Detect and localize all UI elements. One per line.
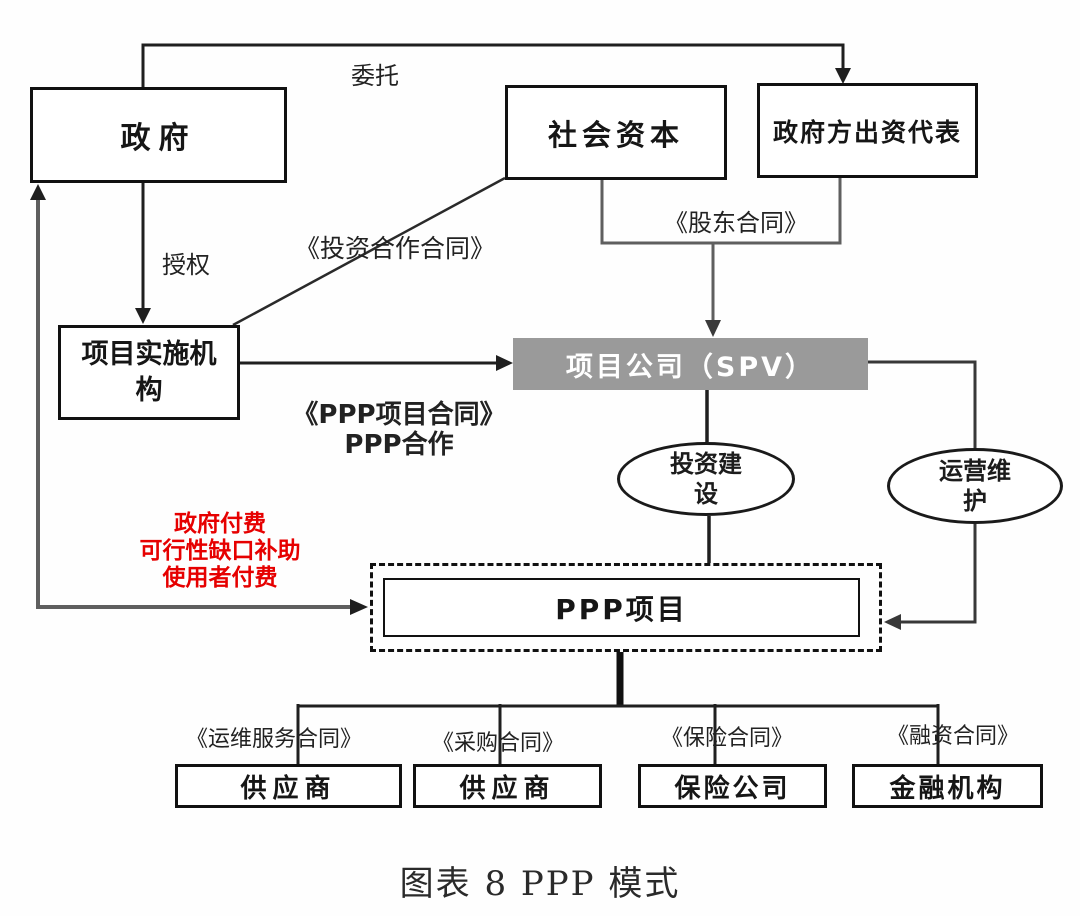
figure-caption: 图表 8 PPP 模式 [399,864,681,904]
edge-spv-operate [868,360,977,630]
node-supplier-procure: 供应商 [413,764,602,808]
node-social-capital: 社会资本 [505,85,727,180]
ppp-project-dashed-frame [370,563,882,652]
node-finance-org: 金融机构 [852,764,1043,808]
label-invest-coop-contract: 《投资合作合同》 [294,234,495,263]
node-insurance-co: 保险公司 [638,764,827,808]
node-ppp-project: PPP项目 [383,578,860,637]
edge-authorize [135,183,151,324]
node-invest-build: 投资建设 [617,442,795,516]
edge-ppp-contract [240,355,513,371]
label-insurance-contract: 《保险合同》 [660,726,793,751]
label-pay-gap: 可行性缺口补助 [139,538,301,564]
node-project-agency: 项目实施机构 [58,325,240,420]
label-pay-gov: 政府付费 [174,511,266,537]
node-supplier-om: 供应商 [175,764,402,808]
label-procure-contract: 《采购合同》 [431,731,564,756]
label-pay-user: 使用者付费 [162,565,278,591]
node-gov-funder-rep: 政府方出资代表 [757,83,978,178]
edge-spv-invest [705,390,711,563]
node-invest-build-label: 投资建设 [670,450,742,508]
node-operate-maintain-label: 运营维护 [939,457,1011,515]
label-finance-contract: 《融资合同》 [886,724,1019,749]
label-ppp-cooperation: PPP合作 [344,430,454,460]
label-shareholder-contract: 《股东合同》 [664,209,808,237]
edge-entrust [141,43,851,87]
label-payment-modes: 政府付费 可行性缺口补助 使用者付费 [100,511,340,592]
label-entrust: 委托 [351,62,399,90]
label-ppp-project-contract: 《PPP项目合同》 [292,400,506,430]
edge-invest-coop [232,176,506,327]
node-operate-maintain: 运营维护 [887,448,1063,524]
edge-bottom-tree [296,652,940,764]
label-om-contract: 《运维服务合同》 [185,727,362,752]
edge-shareholder [600,178,842,337]
label-authorize: 授权 [162,251,210,279]
node-government: 政府 [30,87,287,183]
edge-payment [30,184,368,615]
node-spv: 项目公司（SPV） [513,338,868,390]
node-project-agency-label: 项目实施机构 [81,338,217,406]
